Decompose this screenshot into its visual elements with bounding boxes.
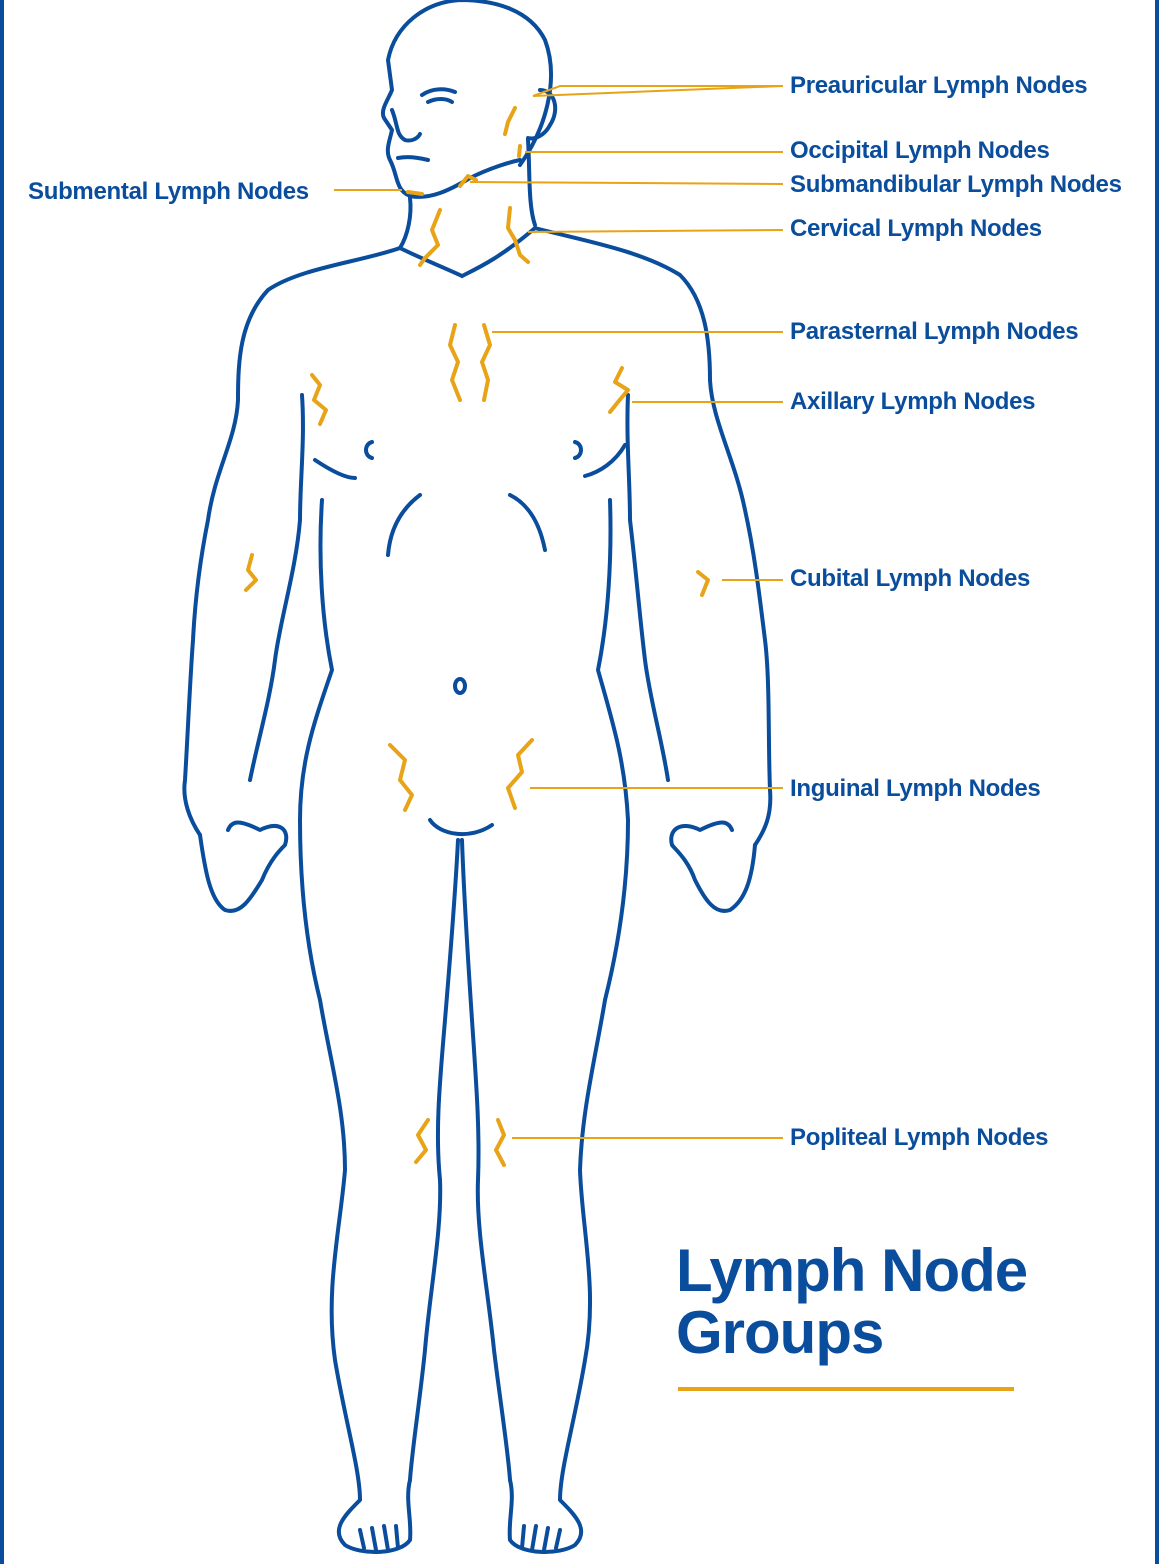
submandibular-leader — [470, 182, 783, 184]
nipple-left — [366, 442, 372, 458]
leg-outer-left — [300, 820, 410, 1552]
waist-left — [300, 500, 332, 820]
cubital-node-cluster-left — [246, 555, 256, 590]
rib-right — [510, 495, 545, 550]
eyebrow — [422, 89, 455, 95]
title-underline — [678, 1387, 1014, 1391]
label-occipital: Occipital Lymph Nodes — [790, 137, 1050, 165]
toes-right — [522, 1526, 560, 1550]
label-submental: Submental Lymph Nodes — [28, 178, 309, 206]
popliteal-node-cluster-left — [416, 1120, 428, 1162]
title-line-1: Lymph Node — [676, 1240, 1027, 1302]
parasternal-node-cluster-left — [450, 325, 460, 400]
diagram-title: Lymph Node Groups — [676, 1240, 1027, 1364]
torso-left — [184, 248, 400, 835]
chest-line-right — [585, 445, 625, 476]
parasternal-node-cluster-right — [482, 325, 490, 400]
navel — [455, 679, 465, 693]
label-preauricular: Preauricular Lymph Nodes — [790, 72, 1087, 100]
inguinal-node-cluster-right — [508, 740, 532, 808]
cervical-leader — [528, 230, 783, 232]
label-parasternal: Parasternal Lymph Nodes — [790, 318, 1078, 346]
nipple-right — [575, 442, 581, 458]
groin — [430, 820, 492, 834]
occipital-node-cluster — [519, 146, 520, 156]
leg-outer-right — [510, 820, 628, 1552]
label-cervical: Cervical Lymph Nodes — [790, 215, 1042, 243]
mouth — [398, 157, 428, 160]
toes-left — [360, 1526, 398, 1550]
title-line-2: Groups — [676, 1302, 1027, 1364]
preauricular-node-cluster — [505, 108, 515, 134]
inguinal-node-cluster-left — [390, 745, 412, 810]
ear — [528, 90, 555, 138]
torso-right — [535, 228, 770, 845]
hand-left — [200, 823, 286, 911]
label-submandibular: Submandibular Lymph Nodes — [790, 171, 1122, 199]
axillary-node-cluster-left — [312, 375, 326, 424]
rib-left — [388, 495, 420, 555]
nose — [392, 110, 420, 141]
popliteal-node-cluster-right — [496, 1120, 504, 1165]
collarbone-right — [462, 228, 535, 276]
chest-line-left — [315, 460, 355, 478]
label-cubital: Cubital Lymph Nodes — [790, 565, 1030, 593]
eye — [428, 99, 452, 102]
arm-inner-left — [250, 395, 303, 780]
label-inguinal: Inguinal Lymph Nodes — [790, 775, 1040, 803]
neck-front — [400, 198, 411, 248]
label-axillary: Axillary Lymph Nodes — [790, 388, 1035, 416]
axillary-node-cluster-right — [610, 368, 628, 412]
waist-right — [598, 500, 628, 820]
label-popliteal: Popliteal Lymph Nodes — [790, 1124, 1048, 1152]
hand-right — [671, 823, 755, 911]
preauricular-leader — [533, 86, 783, 96]
head-outline — [383, 0, 551, 197]
submental-node-cluster — [408, 192, 422, 194]
cubital-node-cluster-right — [698, 572, 708, 595]
arm-inner-right — [627, 395, 668, 780]
